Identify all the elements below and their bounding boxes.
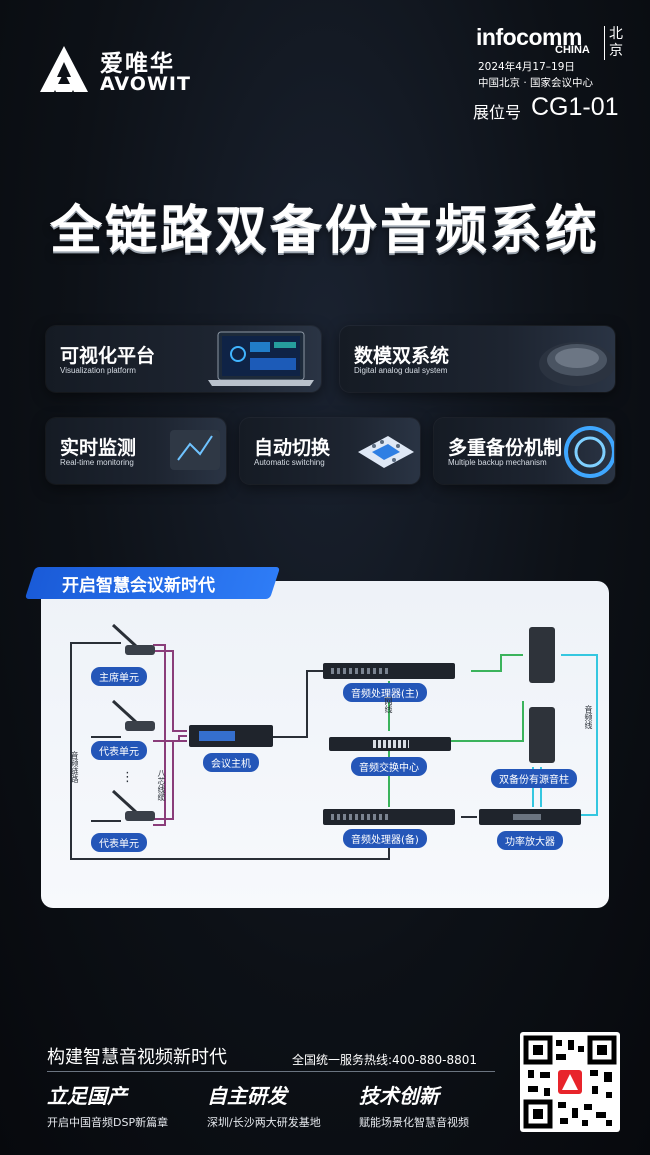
backup-ring-icon [564, 426, 614, 478]
switch-device [329, 737, 451, 751]
pillar-subtitle: 开启中国音频DSP新篇章 [47, 1116, 169, 1129]
amplifier-label: 功率放大器 [497, 831, 563, 850]
event-venue: 中国北京 · 国家会议中心 [478, 77, 594, 89]
feature-subtitle: Automatic switching [254, 458, 325, 467]
dsp-main-label: 音频处理器(主) [343, 683, 427, 702]
feature-subtitle: Visualization platform [60, 366, 136, 375]
conference-room-icon [358, 436, 414, 468]
feature-card-switching: 自动切换 Automatic switching [240, 418, 420, 484]
footer-divider [47, 1071, 495, 1072]
host-device [189, 725, 273, 747]
link-label: 网线 [384, 697, 393, 713]
pillar-subtitle: 深圳/长沙两大研发基地 [207, 1116, 321, 1129]
footer-slogan: 构建智慧音视频新时代 [47, 1047, 227, 1068]
feature-card-visualization: 可视化平台 Visualization platform [46, 326, 321, 392]
link-label: 音频线 [584, 705, 593, 729]
link-label: 音频链路 [70, 751, 79, 783]
feature-title: 可视化平台 [60, 345, 156, 367]
booth-number: CG1-01 [531, 93, 619, 121]
feature-card-backup: 多重备份机制 Multiple backup mechanism [434, 418, 615, 484]
feature-card-dual-system: 数模双系统 Digital analog dual system [340, 326, 615, 392]
feature-title: 实时监测 [60, 437, 137, 459]
pillar-title: 立足国产 [47, 1084, 127, 1108]
dsp-main-device [323, 663, 455, 679]
speaker-2 [529, 707, 555, 763]
speakers-label: 双备份有源音柱 [491, 769, 577, 788]
booth-label: 展位号 [473, 103, 522, 122]
section-title: 开启智慧会议新时代 [62, 576, 215, 596]
infocomm-city: 北京 [604, 26, 629, 60]
dsp-backup-device [323, 809, 455, 825]
laptop-dashboard-icon [208, 331, 314, 386]
service-hotline: 全国统一服务热线:400-880-8801 [292, 1053, 478, 1067]
svg-text:⋮: ⋮ [121, 770, 134, 785]
pillar-title: 技术创新 [359, 1084, 439, 1108]
dsp-backup-label: 音频处理器(备) [343, 829, 427, 848]
link-label: 八芯线缆 [157, 769, 166, 801]
qr-code-icon [523, 1035, 617, 1129]
feature-card-monitoring: 实时监测 Real-time monitoring [46, 418, 226, 484]
amplifier-device [479, 809, 581, 825]
feature-title: 多重备份机制 [448, 437, 563, 459]
switch-label: 音频交换中心 [351, 757, 427, 776]
pillar-title: 自主研发 [207, 1084, 287, 1108]
feature-title: 自动切换 [254, 437, 331, 459]
infocomm-logo: infocomm [476, 24, 582, 50]
speaker-1 [529, 627, 555, 683]
host-label: 会议主机 [203, 753, 259, 772]
chair-mic-icon [111, 623, 155, 655]
delegate-mic-icon [111, 789, 155, 821]
feature-subtitle: Real-time monitoring [60, 458, 134, 467]
brand-name-cn: 爱唯华 [100, 51, 175, 77]
delegate-unit-label: 代表单元 [91, 741, 147, 760]
delegate-unit-label: 代表单元 [91, 833, 147, 852]
event-date: 2024年4月17–19日 [478, 61, 575, 73]
brand-name-en: AVOWIT [100, 73, 191, 95]
speaker-device-icon [539, 342, 615, 386]
feature-subtitle: Digital analog dual system [354, 366, 448, 375]
infocomm-china: CHINA [555, 44, 590, 56]
qr-code[interactable] [520, 1032, 620, 1132]
delegate-mic-icon [111, 699, 155, 731]
avowit-logo-icon [40, 46, 88, 92]
feature-title: 数模双系统 [354, 345, 450, 367]
device-monitor-icon [170, 430, 220, 470]
pillar-subtitle: 赋能场景化智慧音视频 [359, 1116, 469, 1129]
chair-unit-label: 主席单元 [91, 667, 147, 686]
feature-subtitle: Multiple backup mechanism [448, 458, 547, 467]
system-diagram: ⋮ 主席单元 代表单元 代表单元 音频链路 八芯线缆 会议主机 音频处理器(主)… [41, 581, 609, 908]
page-title: 全链路双备份音频系统 [49, 201, 600, 261]
